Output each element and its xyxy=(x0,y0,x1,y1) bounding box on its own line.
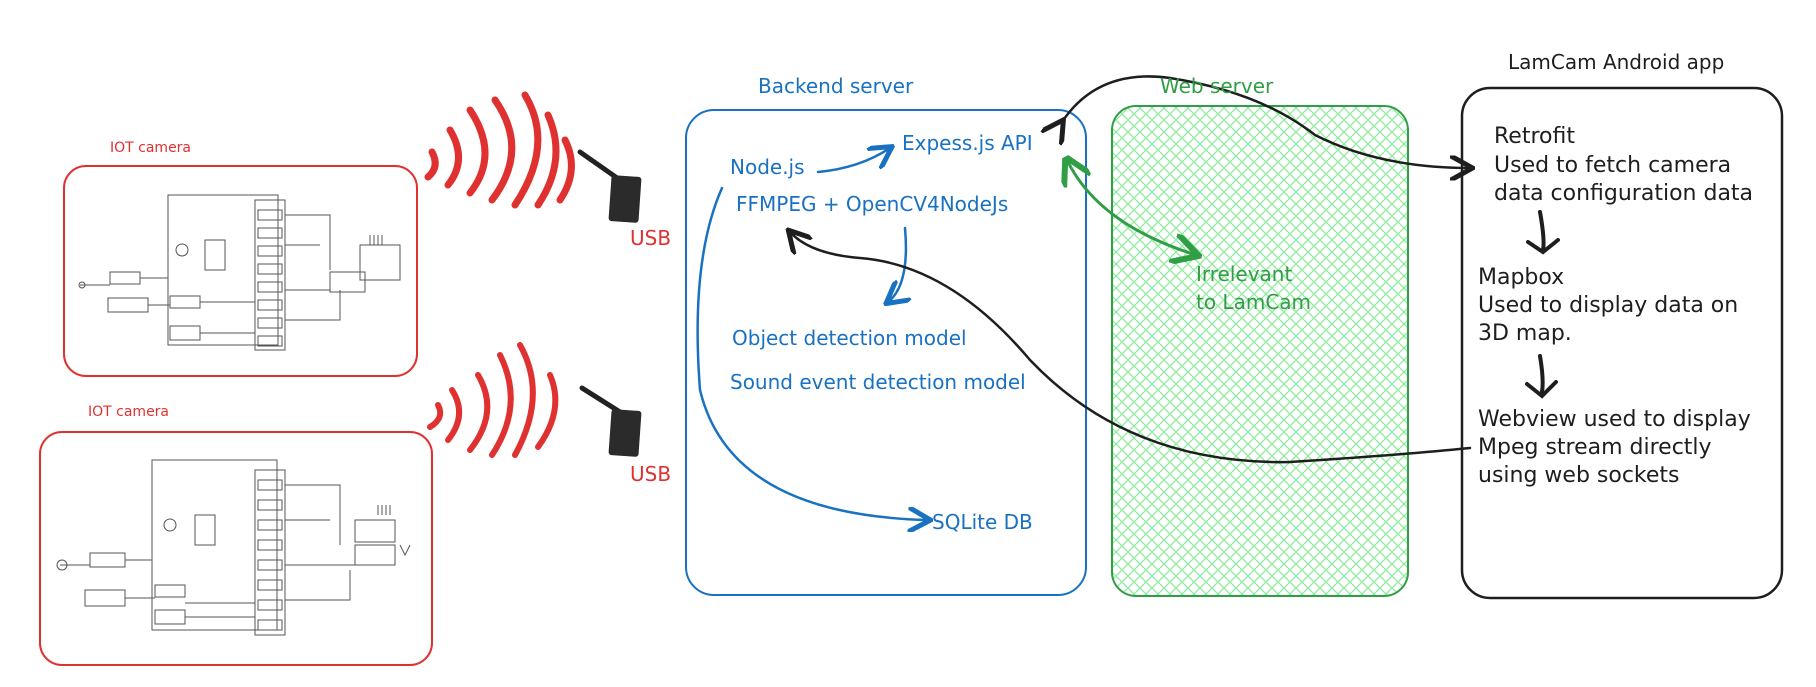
web-server-note-line1: Irrelevant xyxy=(1196,262,1293,286)
app-flow-arrows xyxy=(1525,210,1560,399)
backend-server-title: Backend server xyxy=(758,74,914,98)
mapbox-title: Mapbox xyxy=(1478,265,1565,290)
usb-dongle-1 xyxy=(577,149,642,223)
webview-line3: using web sockets xyxy=(1478,463,1680,488)
retrofit-desc-line1: Used to fetch camera xyxy=(1494,153,1732,178)
arrow-express-to-retrofit xyxy=(1062,75,1470,168)
sound-detection-label: Sound event detection model xyxy=(730,370,1026,394)
nodejs-label: Node.js xyxy=(730,155,805,179)
object-detection-label: Object detection model xyxy=(732,326,967,350)
mapbox-desc-line2: 3D map. xyxy=(1478,321,1572,346)
iot-camera-2-box xyxy=(39,431,433,666)
iot-camera-2-label: IOT camera xyxy=(88,404,170,420)
web-server-box xyxy=(1111,105,1409,597)
arrow-ffmpeg-to-detection xyxy=(888,226,906,302)
mapbox-desc-line1: Used to display data on xyxy=(1478,293,1739,318)
retrofit-title: Retrofit xyxy=(1494,124,1575,149)
android-app-box xyxy=(1460,86,1784,600)
usb-dongle-2 xyxy=(579,385,642,457)
retrofit-desc-line2: data configuration data xyxy=(1494,181,1754,206)
iot-camera-2 xyxy=(39,431,433,666)
connection-arrows xyxy=(790,75,1472,464)
arrow-webview-to-ffmpeg xyxy=(790,232,1472,464)
ffmpeg-opencv-label: FFMPEG + OpenCV4NodeJs xyxy=(736,192,1009,216)
arrow-node-to-sqlite xyxy=(696,186,928,520)
android-app-title: LamCam Android app xyxy=(1508,50,1725,74)
express-api-label: Expess.js API xyxy=(902,131,1033,155)
arrow-node-to-express xyxy=(816,148,890,174)
wireless-waves-1 xyxy=(424,91,575,209)
webview-line2: Mpeg stream directly xyxy=(1478,435,1712,460)
circuit-schematic-1 xyxy=(78,194,401,351)
sqlite-db-label: SQLite DB xyxy=(932,510,1033,534)
web-server-note-line2: to LamCam xyxy=(1196,290,1312,314)
usb-label-2: USB xyxy=(630,462,672,486)
iot-camera-1-label: IOT camera xyxy=(110,140,192,156)
wireless-waves-2 xyxy=(427,342,559,458)
iot-camera-1 xyxy=(63,165,418,377)
iot-camera-1-box xyxy=(63,165,418,377)
backend-arrows xyxy=(696,148,928,520)
web-server-title: Web server xyxy=(1160,74,1274,98)
circuit-schematic-2 xyxy=(56,459,411,636)
webview-line1: Webview used to display xyxy=(1478,407,1751,432)
backend-server-box xyxy=(685,109,1087,596)
usb-label-1: USB xyxy=(630,226,672,250)
